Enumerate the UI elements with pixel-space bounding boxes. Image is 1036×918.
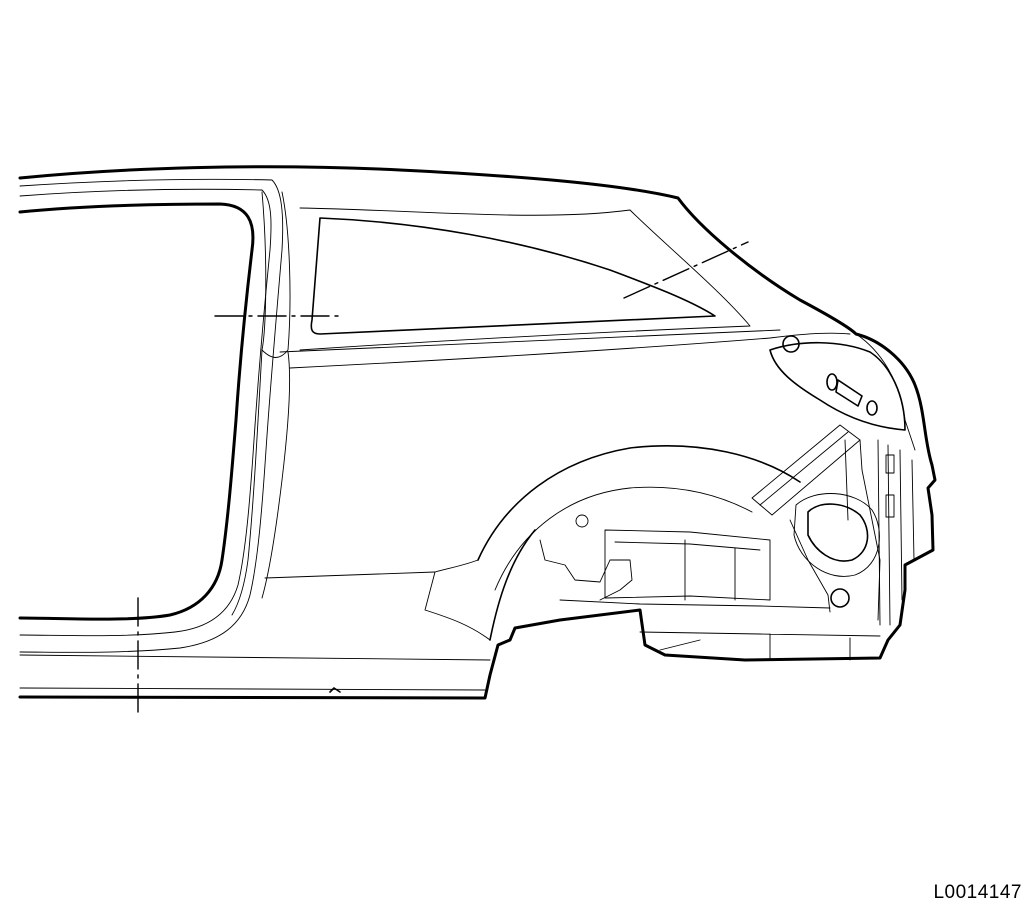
inner-structure bbox=[614, 541, 761, 551]
rear-inner-opening-rim bbox=[793, 493, 880, 577]
c-pillar-seam bbox=[261, 351, 291, 599]
inner-structure bbox=[559, 599, 831, 609]
body-outer-outline bbox=[18, 165, 937, 700]
quarter-window-frame bbox=[299, 207, 751, 351]
sill-detail bbox=[329, 687, 341, 693]
door-opening-outline bbox=[18, 202, 255, 621]
sill-line bbox=[424, 571, 491, 641]
rear-panel-rib bbox=[877, 439, 915, 626]
tail-lamp-hole bbox=[826, 373, 838, 391]
rear-panel-slot bbox=[885, 494, 895, 518]
rear-floor-pan bbox=[639, 631, 881, 661]
wheel-arch-inner bbox=[494, 486, 753, 591]
sill-line bbox=[19, 687, 486, 691]
door-flange-line bbox=[19, 188, 272, 637]
quarter-window-frame bbox=[289, 332, 851, 369]
sill-line bbox=[19, 654, 491, 661]
tail-lamp-hole bbox=[835, 379, 863, 407]
inner-hole bbox=[575, 514, 589, 528]
diagonal-brace-edge bbox=[759, 431, 849, 506]
quarter-window-outline bbox=[310, 217, 716, 335]
figure-reference-code: L0014147 bbox=[933, 882, 1022, 903]
belt-line bbox=[279, 329, 781, 353]
inner-structure bbox=[684, 539, 736, 601]
wheel-arch-outer bbox=[477, 445, 801, 561]
rear-inner-hole bbox=[830, 588, 850, 608]
inner-structure bbox=[604, 529, 771, 601]
sill-line bbox=[264, 559, 479, 579]
rear-panel-edge bbox=[855, 333, 916, 451]
rear-panel-slot bbox=[885, 454, 895, 474]
tail-lamp-hole bbox=[866, 400, 878, 416]
c-pillar-seam bbox=[231, 349, 263, 616]
tail-lamp-mount bbox=[782, 335, 800, 353]
inner-structure bbox=[539, 539, 633, 601]
c-pillar-seam bbox=[261, 191, 291, 358]
diagonal-brace bbox=[751, 424, 861, 516]
wheel-arch-edge bbox=[489, 529, 536, 641]
rear-inner-opening bbox=[807, 503, 869, 562]
tail-lamp-pocket bbox=[769, 341, 906, 431]
door-flange-line bbox=[19, 178, 284, 653]
cut-line-roof bbox=[623, 241, 749, 299]
